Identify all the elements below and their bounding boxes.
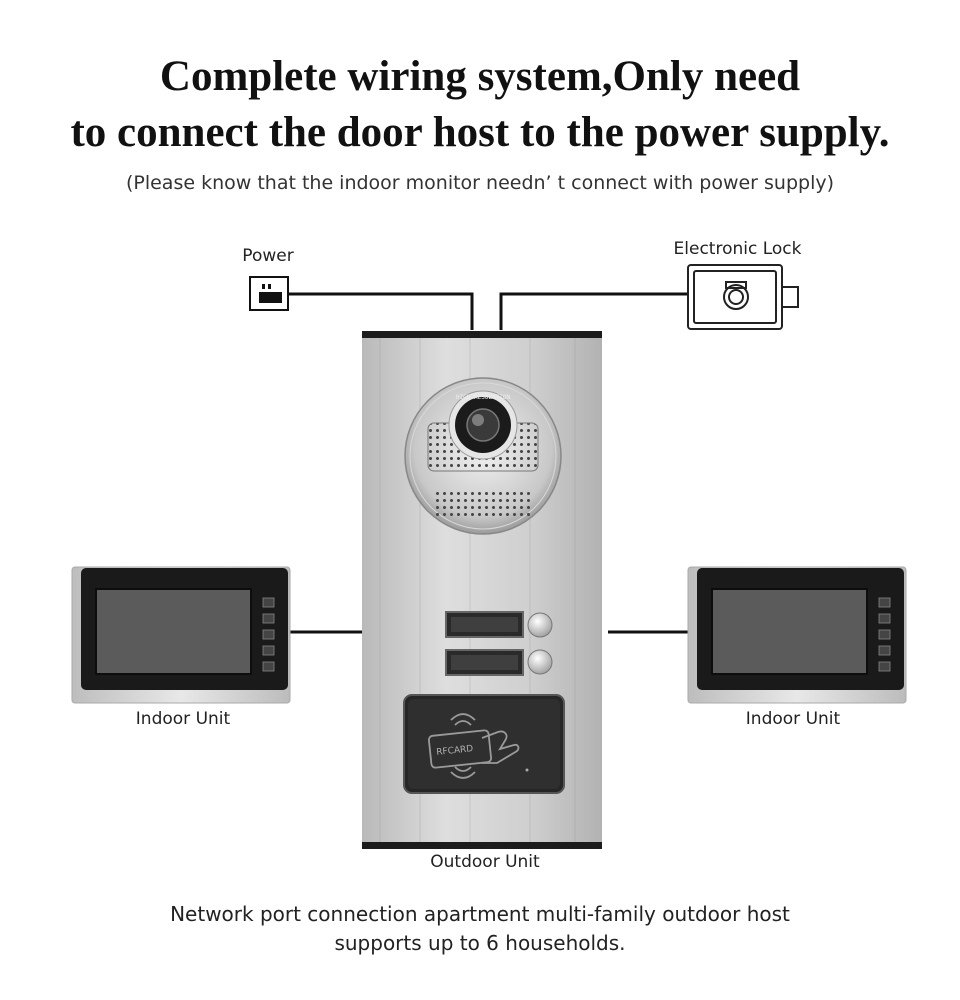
electronic-lock-icon — [687, 264, 799, 330]
outdoor-unit-label: Outdoor Unit — [430, 852, 540, 872]
camera-ring-text: HIGH RESOLUTION — [456, 394, 511, 401]
lock-wire — [499, 292, 688, 330]
call-button-2 — [527, 649, 553, 675]
indoor-unit-left — [71, 566, 291, 704]
indoor-unit-right-label: Indoor Unit — [745, 709, 841, 729]
card-tap-icon — [427, 713, 520, 779]
power-wire — [289, 292, 474, 330]
call-button-1 — [527, 612, 553, 638]
wires — [289, 292, 688, 634]
title-line-1: Complete wiring system,Only need — [159, 53, 801, 100]
name-plates — [445, 611, 524, 676]
footer-line-1: Network port connection apartment multi-… — [170, 902, 790, 926]
rfcard-text: RFCARD — [436, 744, 474, 758]
electronic-lock-label: Electronic Lock — [673, 239, 802, 259]
footer-line-2: supports up to 6 households. — [334, 931, 626, 955]
indoor-unit-left-label: Indoor Unit — [135, 709, 231, 729]
title-line-2: to connect the door host to the power su… — [70, 109, 890, 156]
subtitle: (Please know that the indoor monitor nee… — [125, 172, 835, 194]
rfid-reader: RFCARD — [403, 694, 565, 794]
footer-text: Network port connection apartment multi-… — [0, 900, 960, 958]
indoor-unit-right — [687, 566, 907, 704]
power-label: Power — [242, 246, 294, 266]
camera-module: HIGH RESOLUTION — [404, 377, 562, 535]
power-plug-icon — [249, 276, 289, 311]
